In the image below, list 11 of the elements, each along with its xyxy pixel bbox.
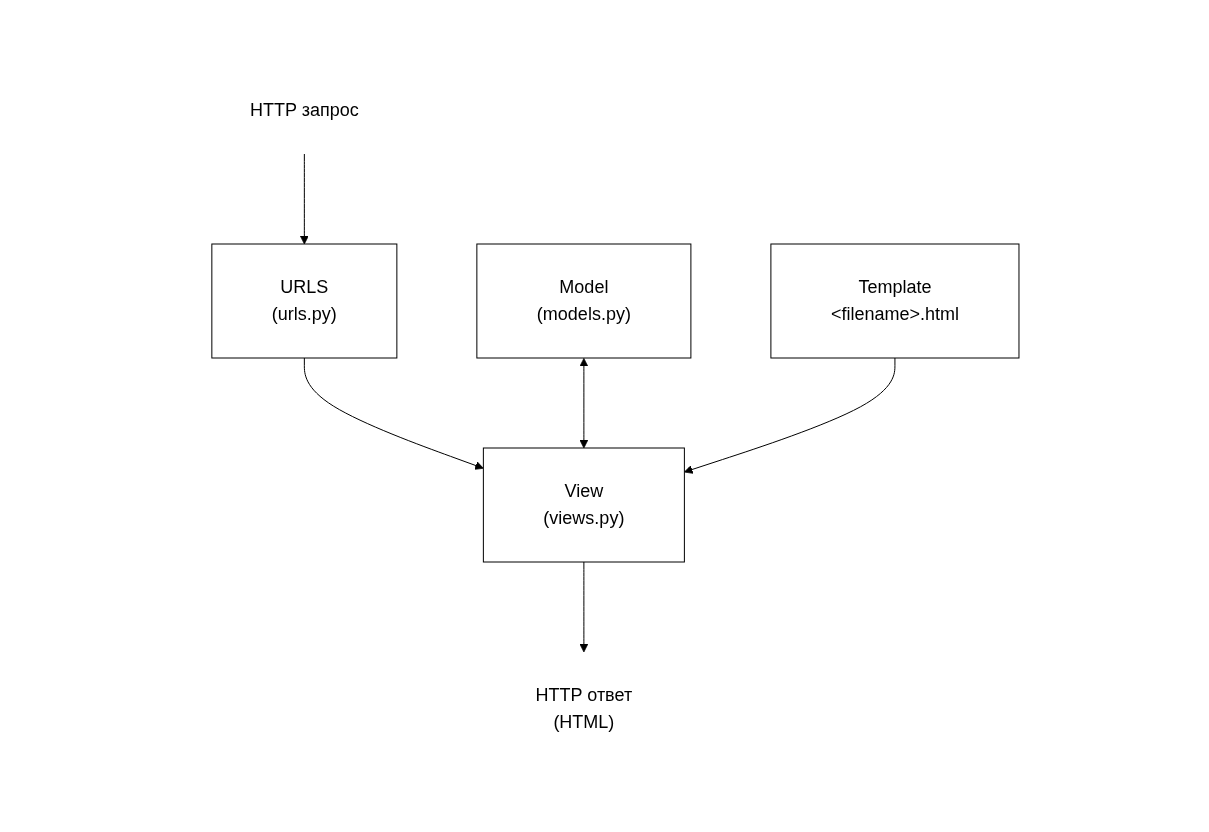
arrow bbox=[303, 357, 484, 470]
arrow bbox=[684, 357, 896, 474]
arrow bbox=[299, 153, 309, 244]
node-box: Model (models.py) bbox=[476, 243, 692, 358]
arrow bbox=[579, 561, 589, 652]
node-box: Template <filename>.html bbox=[770, 243, 1020, 358]
node-text: HTTP запрос bbox=[250, 99, 359, 120]
arrow bbox=[579, 357, 589, 448]
node-box: URLS (urls.py) bbox=[211, 243, 398, 358]
node-text: HTTP ответ (HTML) bbox=[535, 684, 633, 732]
node-box: View (views.py) bbox=[482, 447, 685, 562]
